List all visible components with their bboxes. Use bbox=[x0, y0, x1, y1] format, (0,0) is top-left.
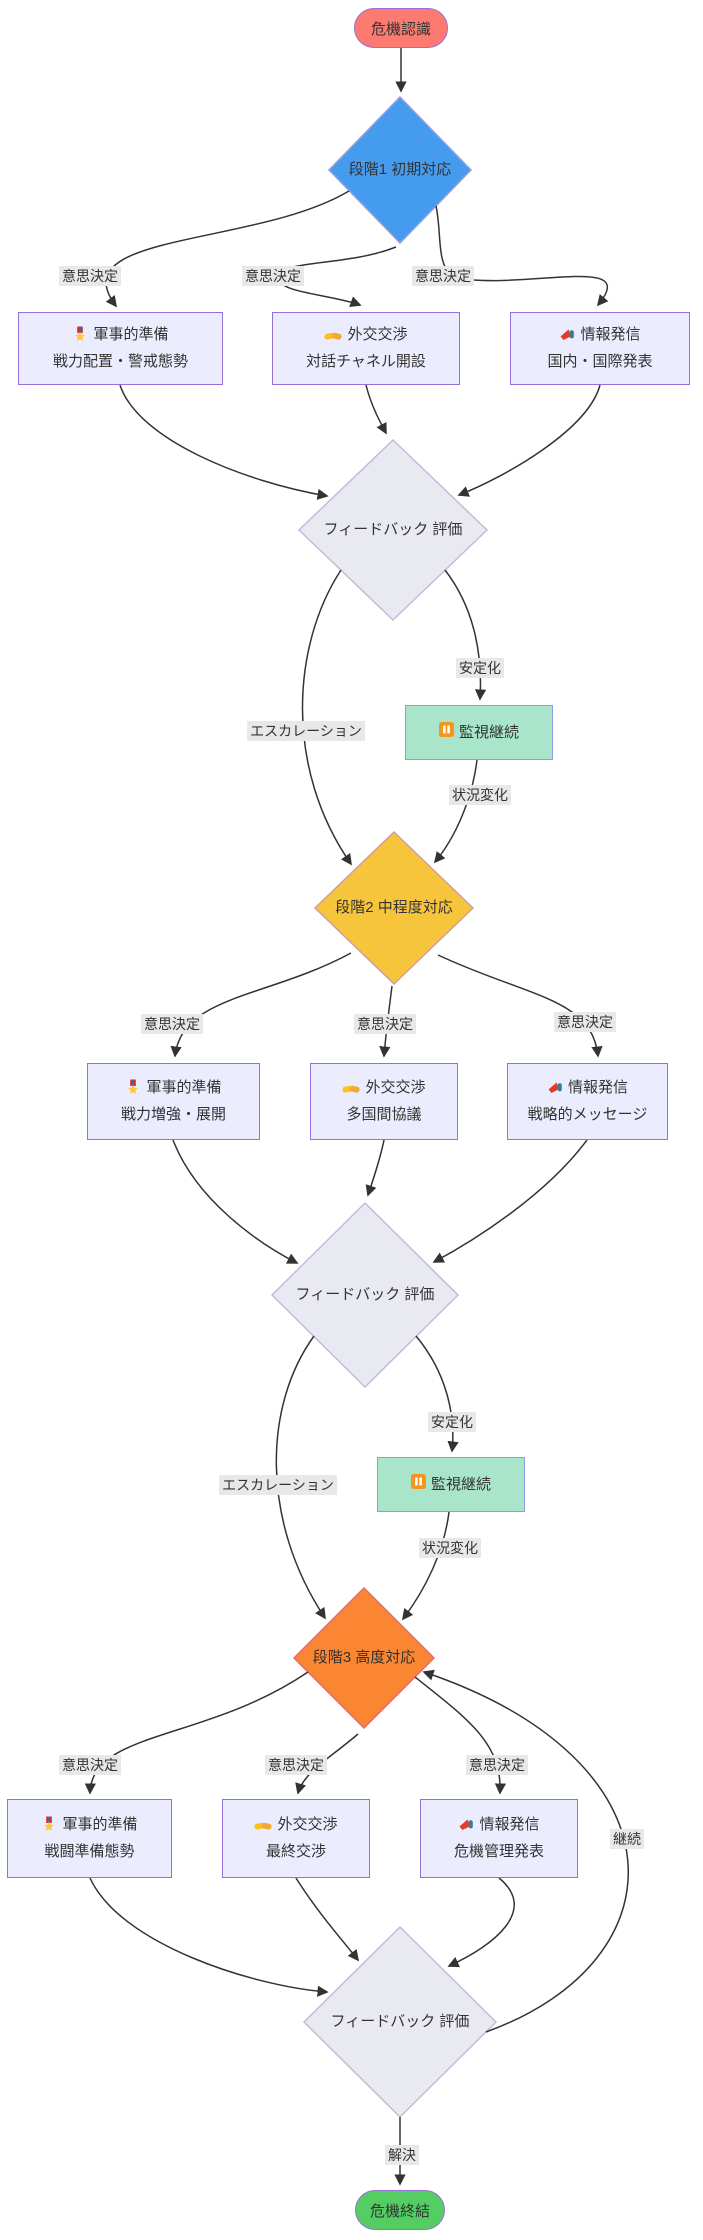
node-military-prep-2: 軍事的準備 戦力増強・展開 bbox=[87, 1063, 260, 1140]
edge-dip3-feedback3 bbox=[295, 1877, 360, 1962]
node-label: 危機認識 bbox=[370, 20, 431, 38]
edge-feedback3-stage3-continue bbox=[422, 1669, 629, 2033]
megaphone-icon bbox=[547, 1079, 563, 1103]
edge-stage1-mil1 bbox=[105, 190, 350, 308]
edge-label-stabilized: 安定化 bbox=[456, 658, 504, 678]
edge-stage2-mil2 bbox=[170, 952, 352, 1058]
military-medal-icon bbox=[41, 1816, 57, 1840]
edge-label-stabilized: 安定化 bbox=[428, 1412, 476, 1432]
edge-label-decision: 意思決定 bbox=[265, 1755, 327, 1775]
handshake-icon bbox=[342, 1079, 361, 1103]
node-diplomacy-2: 外交交渉 多国間協議 bbox=[310, 1063, 458, 1140]
feedback1-diamond-shape bbox=[297, 438, 489, 622]
node-monitor-continue-1: 監視継続 bbox=[405, 705, 553, 760]
edge-feedback2-stage3-escalation bbox=[275, 1335, 326, 1620]
edge-stage2-info2 bbox=[437, 954, 603, 1058]
pause-button-icon bbox=[410, 1473, 426, 1497]
edge-mil2-feedback2 bbox=[172, 1139, 299, 1264]
handshake-icon bbox=[254, 1816, 273, 1840]
edge-label-resolved: 解決 bbox=[385, 2145, 419, 2165]
edge-label-situation-change: 状況変化 bbox=[449, 785, 511, 805]
node-crisis-end: 危機終結 bbox=[355, 2190, 445, 2230]
edge-monitor1-stage2 bbox=[433, 759, 478, 864]
edge-label-escalation: エスカレーション bbox=[247, 721, 365, 741]
edge-mil3-feedback3 bbox=[89, 1877, 329, 1997]
node-information-1: 情報発信 国内・国際発表 bbox=[510, 312, 690, 385]
edge-dip1-feedback1 bbox=[365, 384, 387, 435]
stage3-diamond-shape bbox=[292, 1586, 436, 1730]
edge-stage3-info3 bbox=[414, 1676, 507, 1795]
node-feedback1: フィードバック 評価 bbox=[323, 521, 463, 538]
node-military-prep-1: 軍事的準備 戦力配置・警戒態勢 bbox=[18, 312, 223, 385]
node-information-2: 情報発信 戦略的メッセージ bbox=[507, 1063, 668, 1140]
handshake-icon bbox=[324, 326, 343, 350]
military-medal-icon bbox=[125, 1079, 141, 1103]
megaphone-icon bbox=[559, 326, 575, 350]
node-stage1-decision: 段階1 初期対応 bbox=[348, 161, 452, 178]
node-label: 危機終結 bbox=[369, 2202, 430, 2220]
edge-info1-feedback1 bbox=[457, 384, 601, 497]
edge-label-decision: 意思決定 bbox=[242, 266, 304, 286]
edge-feedback1-monitor1 bbox=[444, 569, 487, 701]
edge-label-situation-change: 状況変化 bbox=[419, 1538, 481, 1558]
military-medal-icon bbox=[72, 326, 88, 350]
edge-feedback1-stage2-escalation bbox=[301, 569, 352, 866]
edge-monitor2-stage3 bbox=[401, 1511, 450, 1621]
node-stage3-decision: 段階3 高度対応 bbox=[312, 1649, 416, 1666]
edge-info3-feedback3 bbox=[447, 1877, 515, 1968]
edge-label-escalation: エスカレーション bbox=[219, 1475, 337, 1495]
edge-info2-feedback2 bbox=[432, 1139, 588, 1263]
feedback2-diamond-shape bbox=[270, 1201, 460, 1389]
edge-label-decision: 意思決定 bbox=[59, 1755, 121, 1775]
node-diplomacy-3: 外交交渉 最終交渉 bbox=[222, 1799, 370, 1878]
node-feedback3: フィードバック 評価 bbox=[330, 2013, 470, 2030]
node-crisis-recognition: 危機認識 bbox=[354, 8, 448, 48]
edge-label-continue: 継続 bbox=[610, 1829, 644, 1849]
node-feedback2: フィードバック 評価 bbox=[295, 1286, 435, 1303]
edge-label-decision: 意思決定 bbox=[141, 1014, 203, 1034]
edge-label-decision: 意思決定 bbox=[59, 266, 121, 286]
edge-label-decision: 意思決定 bbox=[466, 1755, 528, 1775]
node-information-3: 情報発信 危機管理発表 bbox=[420, 1799, 578, 1878]
edge-label-decision: 意思決定 bbox=[354, 1014, 416, 1034]
edge-label-decision: 意思決定 bbox=[412, 266, 474, 286]
node-diplomacy-1: 外交交渉 対話チャネル開設 bbox=[272, 312, 460, 385]
edge-mil1-feedback1 bbox=[119, 384, 329, 500]
edge-stage1-info1 bbox=[435, 205, 609, 307]
megaphone-icon bbox=[458, 1816, 474, 1840]
stage2-diamond-shape bbox=[313, 830, 475, 986]
node-military-prep-3: 軍事的準備 戦闘準備態勢 bbox=[7, 1799, 172, 1878]
node-monitor-continue-2: 監視継続 bbox=[377, 1457, 525, 1512]
edge-dip2-feedback2 bbox=[365, 1139, 385, 1197]
edge-feedback2-monitor2 bbox=[415, 1335, 459, 1453]
pause-button-icon bbox=[438, 721, 454, 745]
edge-label-decision: 意思決定 bbox=[554, 1012, 616, 1032]
node-stage2-decision: 段階2 中程度対応 bbox=[335, 899, 453, 916]
